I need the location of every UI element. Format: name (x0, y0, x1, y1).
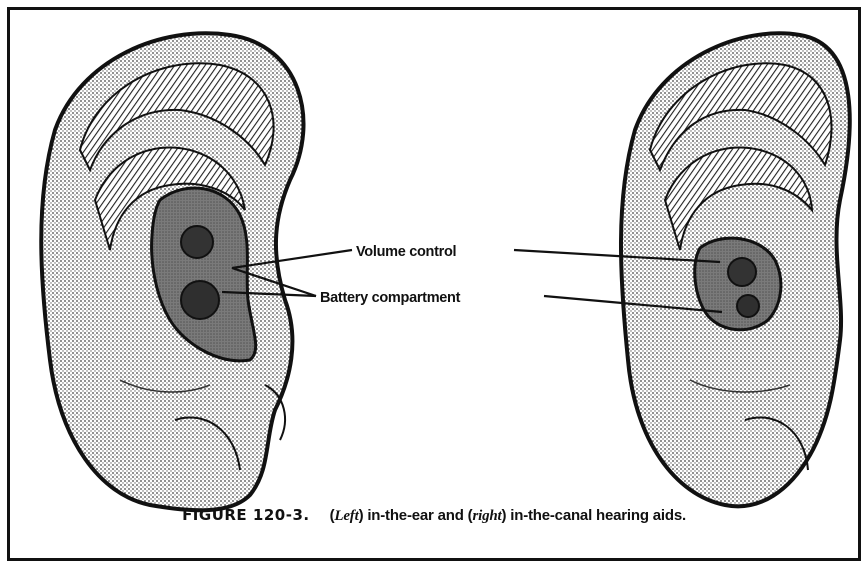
left-ear-icon (41, 33, 303, 510)
caption-middle-text: in-the-ear and (367, 507, 463, 524)
caption-end-text: in-the-canal hearing aids. (510, 507, 686, 524)
caption-left-word: Left (334, 508, 358, 524)
right-ear-icon (621, 33, 850, 506)
figure-number: FIGURE 120-3. (182, 506, 310, 524)
caption-right-word: right (472, 508, 501, 524)
volume-control-label: Volume control (356, 244, 456, 260)
figure-caption: FIGURE 120-3.(Left) in-the-ear and (righ… (0, 506, 868, 525)
battery-compartment-label: Battery compartment (320, 290, 461, 306)
